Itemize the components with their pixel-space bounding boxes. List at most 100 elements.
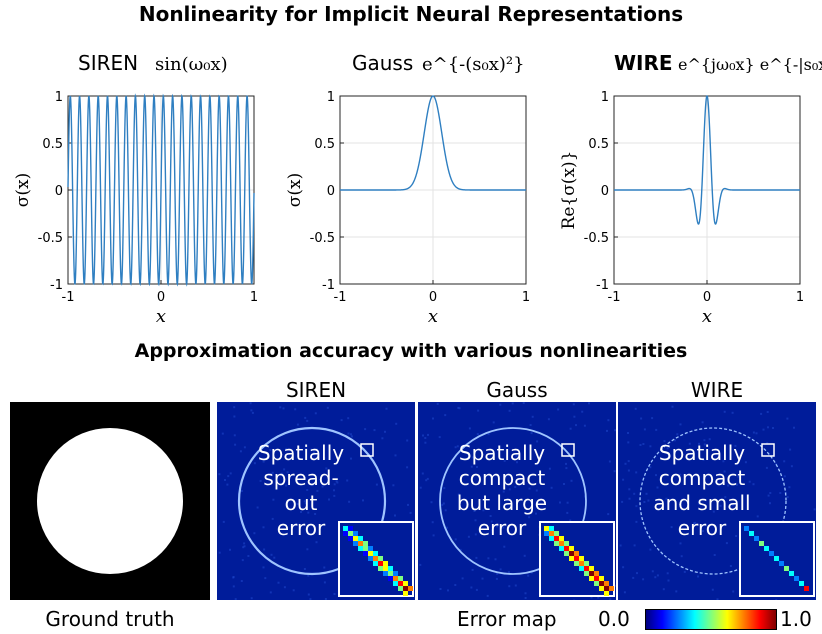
error-pixel (348, 526, 353, 531)
series-line (340, 95, 526, 191)
noise-pixel (651, 570, 654, 573)
noise-pixel (307, 511, 310, 514)
noise-pixel (624, 462, 627, 465)
noise-pixel (430, 501, 433, 504)
noise-pixel (597, 596, 600, 599)
noise-pixel (765, 466, 768, 469)
noise-pixel (698, 442, 700, 445)
x-axis-label: x (702, 306, 712, 327)
noise-pixel (285, 447, 288, 450)
noise-pixel (496, 572, 499, 575)
noise-pixel (249, 402, 252, 405)
noise-pixel (656, 574, 659, 577)
noise-pixel (675, 590, 678, 593)
error-pixel (393, 571, 398, 576)
wire-plot: WIRE e^{jω₀x} e^{-|s₀x|²} 10.50-0.5-1-10… (559, 51, 822, 327)
noise-pixel (655, 474, 657, 477)
noise-pixel (619, 544, 622, 547)
error-pixel (589, 571, 594, 576)
noise-pixel (575, 424, 577, 427)
noise-pixel (565, 467, 568, 470)
noise-pixel (775, 599, 778, 600)
noise-pixel (767, 426, 769, 429)
noise-pixel (590, 596, 593, 599)
noise-pixel (632, 576, 635, 579)
noise-pixel (468, 427, 471, 430)
noise-pixel (693, 522, 695, 525)
noise-pixel (724, 496, 727, 499)
noise-pixel (473, 510, 476, 512)
error-pixel (759, 541, 764, 546)
noise-pixel (645, 492, 648, 495)
noise-pixel (490, 520, 493, 523)
error-pixel (589, 566, 594, 571)
noise-pixel (608, 460, 611, 463)
noise-pixel (232, 576, 235, 579)
noise-pixel (789, 448, 792, 451)
noise-pixel (722, 460, 725, 463)
noise-pixel (701, 421, 704, 424)
noise-pixel (487, 433, 490, 436)
noise-pixel (240, 490, 243, 492)
noise-pixel (271, 471, 274, 474)
error-pixel (584, 566, 589, 571)
noise-pixel (688, 442, 691, 445)
error-pixel (594, 571, 599, 576)
noise-pixel (535, 512, 537, 515)
noise-pixel (530, 571, 533, 574)
map-annotation-line: and small (653, 491, 750, 515)
noise-pixel (292, 589, 295, 592)
noise-pixel (495, 577, 498, 580)
noise-pixel (719, 504, 722, 507)
noise-pixel (737, 475, 740, 478)
noise-pixel (583, 424, 586, 427)
noise-pixel (621, 500, 624, 503)
map-annotation-line: error (277, 516, 326, 540)
noise-pixel (233, 415, 236, 418)
noise-pixel (496, 525, 499, 528)
noise-pixel (347, 432, 350, 435)
error-pixel (378, 566, 383, 571)
zoom-marker (360, 443, 374, 457)
noise-pixel (286, 471, 289, 474)
noise-pixel (475, 588, 478, 591)
zoom-marker (561, 443, 575, 457)
x-tick-label: -1 (62, 290, 75, 305)
error-pixel (383, 561, 388, 566)
noise-pixel (547, 418, 550, 421)
error-pixel (569, 546, 574, 551)
noise-pixel (530, 432, 533, 435)
y-tick-label: 0 (601, 184, 609, 199)
noise-pixel (362, 499, 364, 502)
noise-pixel (640, 417, 643, 420)
noise-pixel (300, 511, 302, 513)
noise-pixel (229, 548, 231, 551)
error-map-siren-title: SIREN (285, 378, 347, 402)
noise-pixel (250, 597, 253, 600)
error-pixel (403, 591, 408, 596)
noise-pixel (607, 419, 610, 422)
noise-pixel (443, 487, 446, 490)
x-tick-label: 1 (522, 290, 530, 305)
error-pixel (358, 546, 363, 551)
error-pixel (544, 526, 549, 531)
siren-name: SIREN (78, 51, 138, 75)
noise-pixel (647, 499, 650, 502)
noise-pixel (524, 592, 527, 595)
noise-pixel (508, 585, 511, 588)
wire-formula: e^{jω₀x} e^{-|s₀x|²} (678, 55, 822, 74)
noise-pixel (454, 584, 457, 586)
error-pixel (799, 581, 804, 586)
noise-pixel (242, 546, 245, 549)
noise-pixel (679, 473, 682, 476)
error-pixel (599, 576, 604, 581)
noise-pixel (222, 520, 225, 523)
error-pixel (378, 561, 383, 566)
error-pixel (353, 536, 358, 541)
noise-pixel (432, 534, 435, 537)
noise-pixel (573, 415, 576, 418)
noise-pixel (775, 463, 778, 466)
noise-pixel (566, 511, 569, 514)
noise-pixel (296, 503, 299, 505)
